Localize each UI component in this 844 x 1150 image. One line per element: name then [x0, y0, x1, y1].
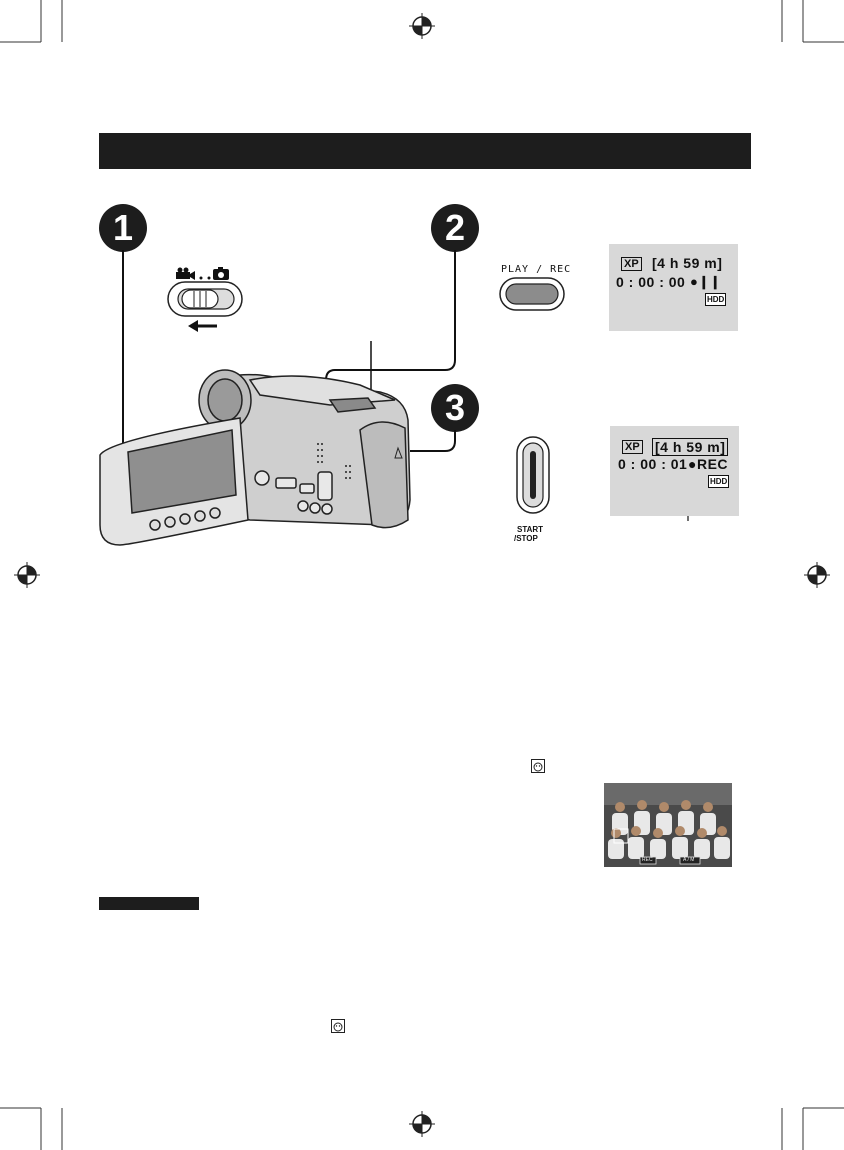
step-2-number: 2 — [444, 207, 466, 248]
standby-status: ●❙❙ — [690, 274, 722, 289]
remaining-time: [4 h 59 m] — [652, 438, 729, 456]
lcd-standby-display: XP [4 h 59 m] 0 : 00 : 00 ●❙❙ HDD — [609, 244, 738, 331]
team-photo-image — [604, 783, 732, 867]
hdd-badge: HDD — [705, 293, 727, 306]
rec-status: ●REC — [688, 456, 729, 472]
registration-mark-top — [409, 13, 435, 39]
registration-mark-bottom — [409, 1111, 435, 1137]
start-stop-button-icon — [516, 436, 550, 514]
step-1-circle — [99, 204, 147, 252]
mode-switch-icon — [167, 267, 243, 317]
step-2-circle — [431, 204, 479, 252]
step-3-circle — [431, 384, 479, 432]
quality-badge: XP — [622, 440, 643, 454]
registration-mark-left — [14, 562, 40, 588]
step-1-number: 1 — [112, 207, 134, 248]
section-title-bar — [99, 133, 751, 169]
time-counter: 0 : 00 : 00 — [616, 274, 686, 290]
step-3-number: 3 — [444, 387, 466, 428]
remaining-time: [4 h 59 m] — [652, 255, 723, 271]
lcd-recording-display: XP [4 h 59 m] 0 : 00 : 01 ●REC HDD — [610, 426, 739, 516]
play-rec-button-icon — [499, 277, 565, 311]
face-detection-icon — [531, 759, 545, 773]
play-rec-label: PLAY / REC — [501, 264, 572, 275]
team-photo: REC A / M — [604, 783, 732, 867]
face-detection-icon — [331, 1019, 345, 1033]
photo-am-label: A / M — [683, 857, 695, 863]
stop-label: /STOP — [514, 534, 538, 543]
start-label: START — [517, 525, 544, 534]
section-tab — [99, 897, 199, 910]
switch-arrow-icon — [188, 320, 217, 332]
hdd-badge: HDD — [708, 475, 730, 488]
photo-rec-label: REC — [642, 857, 653, 863]
time-counter: 0 : 00 : 01 — [618, 456, 688, 472]
camcorder-illustration — [99, 369, 411, 546]
registration-mark-right — [804, 562, 830, 588]
quality-badge: XP — [621, 257, 642, 271]
